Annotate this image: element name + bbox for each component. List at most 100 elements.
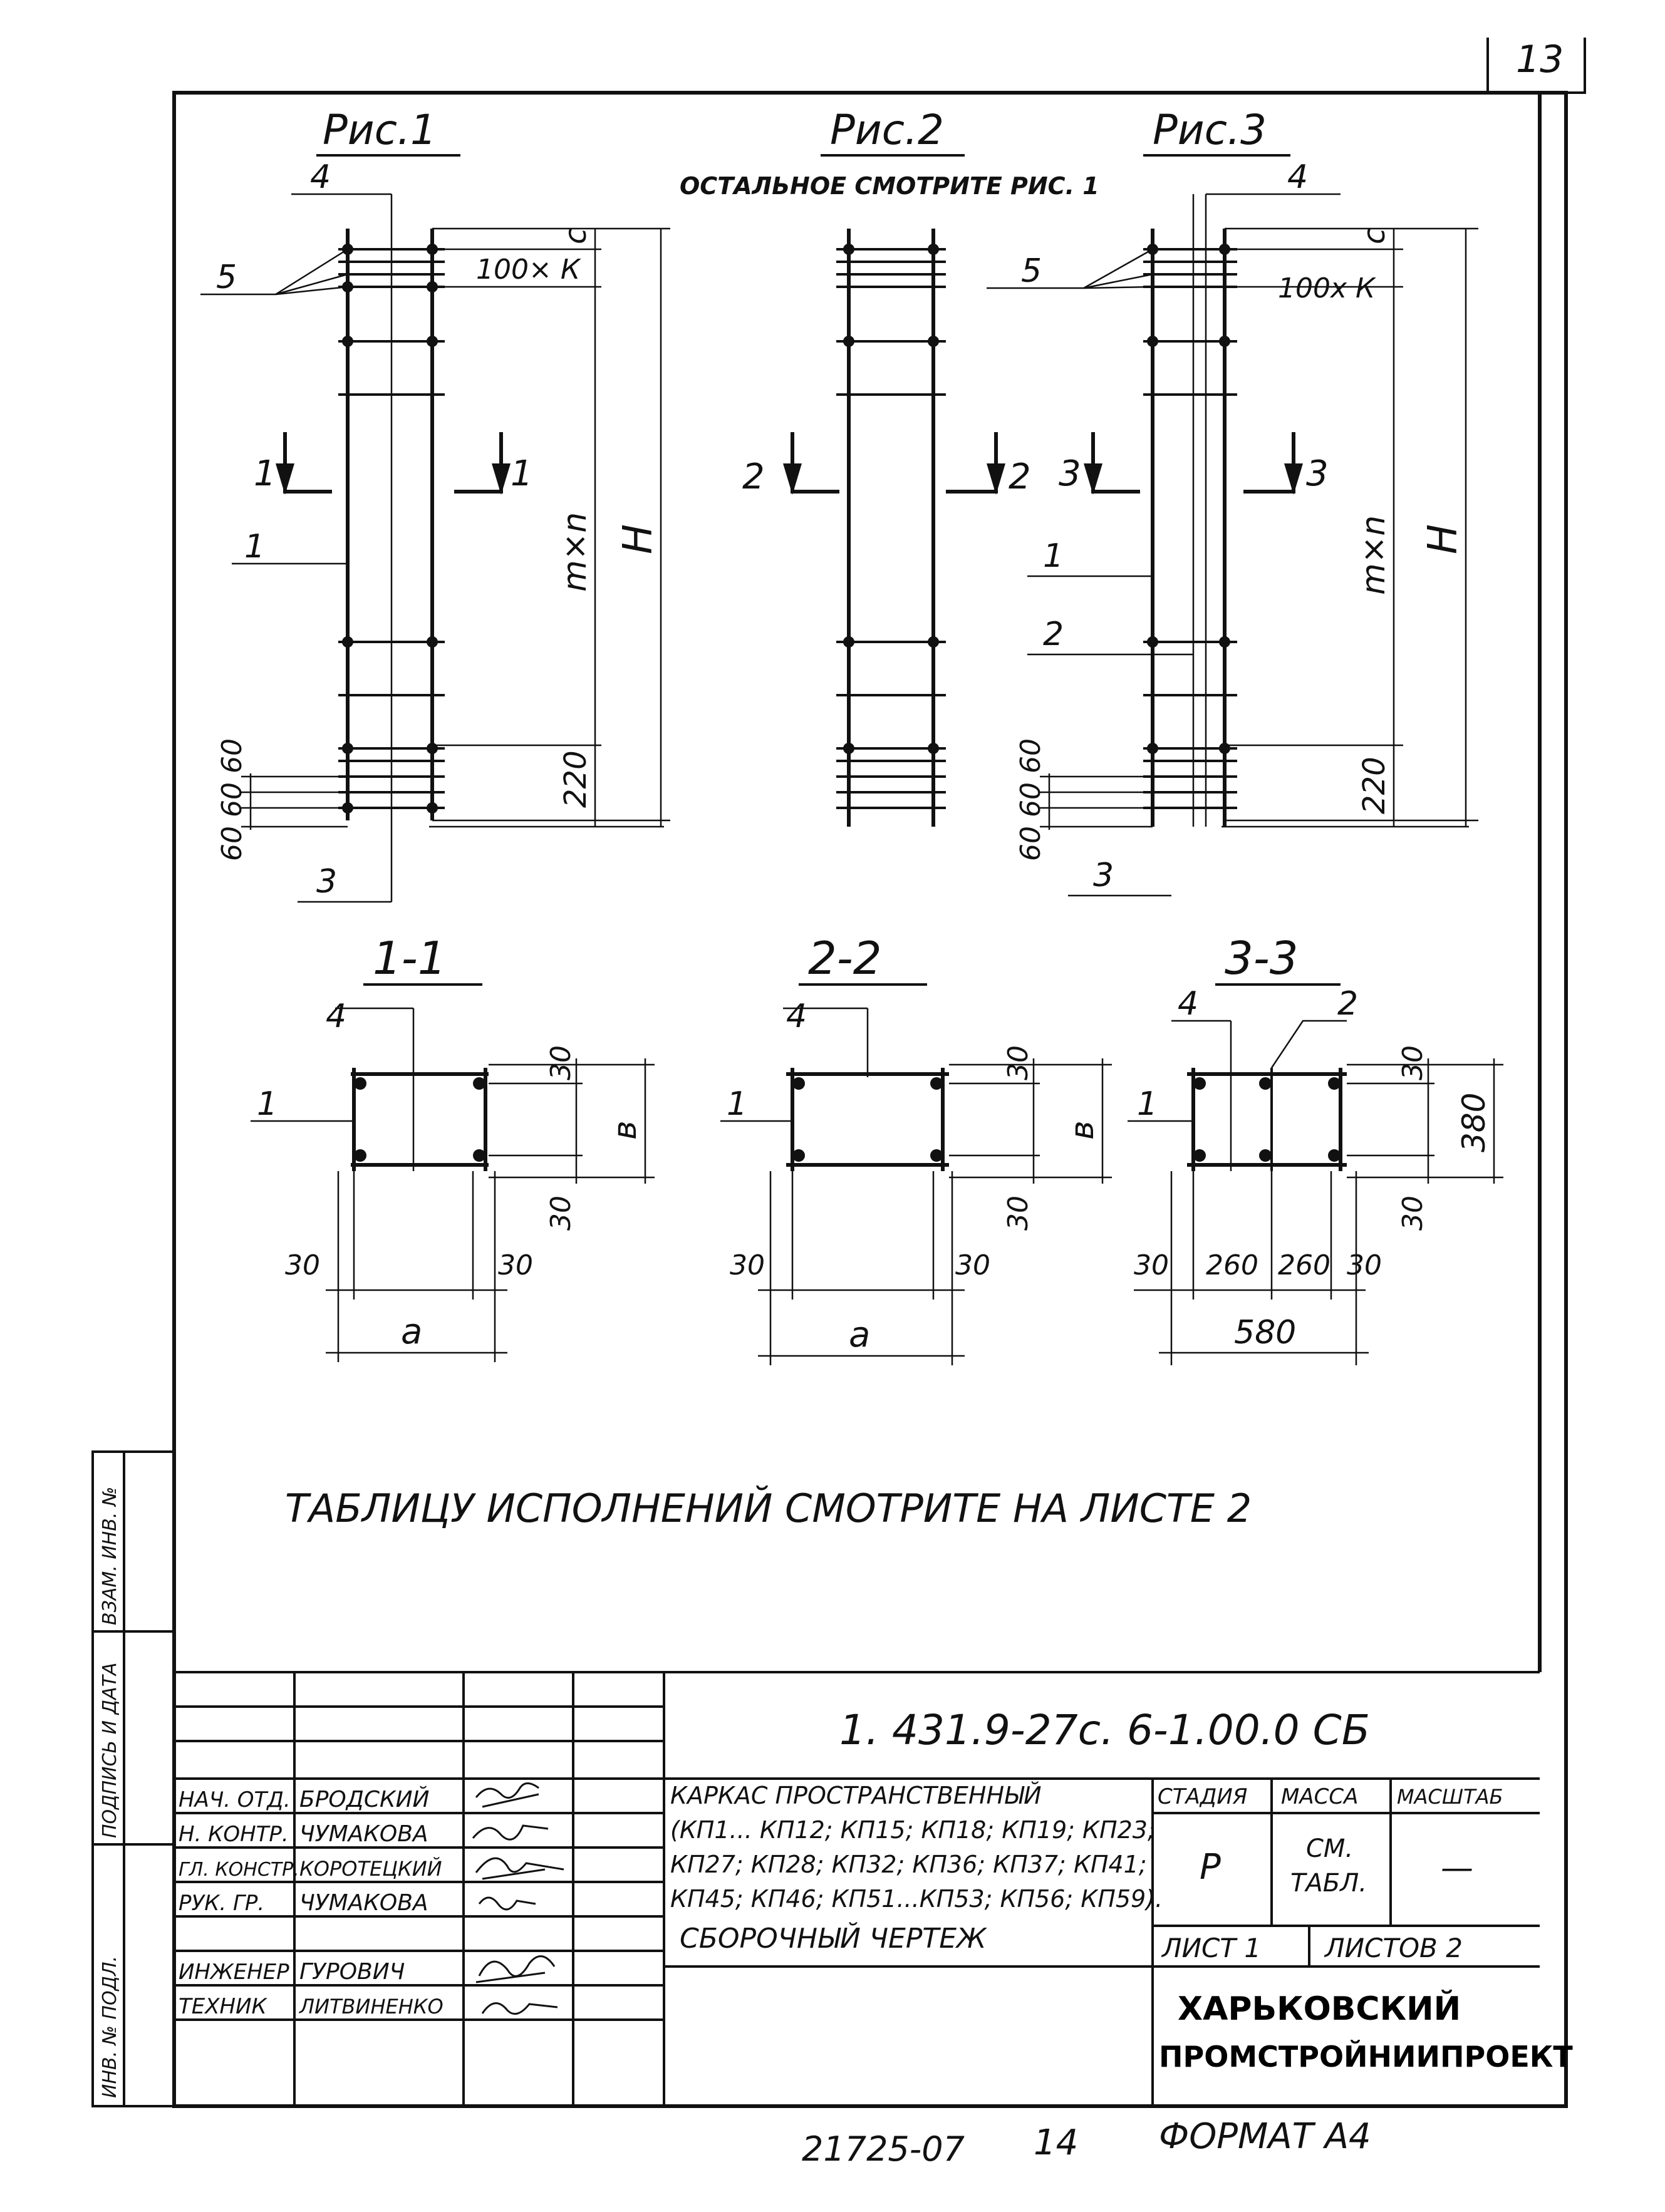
fig2-note: Остальное смотрите рис. 1 (680, 172, 1099, 200)
tb-role-3: Гл. констр. (179, 1859, 299, 1881)
tb-sheet: Лист 1 (1161, 1933, 1261, 1963)
fig3-label-4: 4 (1287, 158, 1308, 196)
tb-mass-value-1: см. (1306, 1834, 1353, 1863)
fig3-dim-spacing: 100х К (1278, 272, 1376, 304)
tb-org-1: ХАРЬКОВСКИЙ (1178, 1990, 1461, 2028)
fig3-cut-right: 3 (1306, 453, 1329, 494)
footer-num: 14 (1034, 2122, 1078, 2163)
section-3-3-dim-w2: 260 (1206, 1249, 1258, 1281)
fig1-dim-c: c (558, 228, 593, 244)
footer-inv: 21725-07 (802, 2129, 965, 2169)
tb-scale-value: — (1441, 1849, 1473, 1887)
section-1-1-dim-height: в (606, 1120, 644, 1140)
section-2-2-label-1: 1 (727, 1085, 747, 1123)
section-3-3-label-2: 2 (1337, 985, 1358, 1023)
section-3-3-dim-bottom: 30 (1397, 1196, 1429, 1231)
doc-desc-4: КП45; КП46; КП51...КП53; КП56; КП59). (670, 1885, 1163, 1913)
footer-format: Формат А4 (1159, 2116, 1371, 2157)
section-2-2: 2-2 4 1 30 в 30 30 30 a (720, 932, 1112, 1365)
fig1-dim-steps: 60 60 60 (216, 738, 248, 861)
section-3-3-dim-w3: 260 (1278, 1249, 1330, 1281)
tb-role-5: Инженер (179, 1960, 289, 1985)
section-1-1-dim-top: 30 (545, 1045, 577, 1080)
tb-scale-header: Масштаб (1397, 1785, 1503, 1809)
tb-mass-header: Масса (1281, 1784, 1358, 1809)
doc-code: 1. 431.9-27с. 6-1.00.0 СБ (839, 1706, 1370, 1754)
page-number-box: 13 (1486, 38, 1586, 94)
stamp-podpis: Подпись и дата (99, 1663, 121, 1838)
figure-3: Рис.3 4 (987, 106, 1478, 897)
section-3-3: 3-3 4 2 1 30 380 (1128, 932, 1503, 1365)
fig2-cut-right: 2 (1009, 457, 1031, 497)
fig3-dim-H: H (1420, 524, 1466, 554)
section-1-1-title: 1-1 (373, 932, 447, 985)
fig3-dim-c: c (1357, 228, 1392, 244)
fig3-label-1: 1 (1043, 537, 1064, 575)
section-2-2-dim-bottom: 30 (1002, 1196, 1034, 1231)
fig2-title: Рис.2 (830, 106, 944, 154)
tb-name-2: Чумакова (299, 1821, 428, 1847)
tb-sheets: Листов 2 (1324, 1933, 1463, 1963)
section-2-2-dim-width: a (849, 1315, 870, 1355)
fig1-cut-right: 1 (511, 453, 533, 494)
doc-desc-3: КП27; КП28; КП32; КП36; КП37; КП41; (670, 1851, 1147, 1878)
section-3-3-label-4: 4 (1178, 985, 1198, 1023)
fig3-label-3: 3 (1093, 857, 1114, 894)
section-2-2-dim-right: 30 (955, 1249, 990, 1281)
fig1-dim-mn: m×n (556, 512, 594, 592)
tb-role-1: Нач. отд. (179, 1787, 291, 1812)
section-3-3-dim-w1: 30 (1134, 1249, 1169, 1281)
fig3-label-5: 5 (1021, 252, 1042, 290)
stamp-inv: Инв. № подл. (99, 1956, 121, 2098)
fig3-cut-left: 3 (1059, 453, 1081, 494)
tb-mass-value-2: табл. (1290, 1869, 1367, 1898)
section-1-1: 1-1 4 1 30 в 30 30 30 a (251, 932, 655, 1362)
fig2-cut-left: 2 (742, 457, 765, 497)
table-note: Таблицу исполнений смотрите на листе 2 (285, 1485, 1252, 1531)
doc-desc-1: Каркас пространственный (670, 1782, 1042, 1809)
tb-org-2: ПРОМСТРОЙНИИПРОЕКТ (1159, 2040, 1573, 2074)
doc-drawing-type: Сборочный чертеж (680, 1921, 987, 1955)
signatures (472, 1782, 564, 2015)
fig3-dim-steps: 60 60 60 (1015, 738, 1047, 861)
inner-frame (172, 91, 1568, 2108)
section-1-1-label-1: 1 (257, 1085, 278, 1123)
fig1-dim-220: 220 (558, 750, 593, 808)
section-3-3-dim-width: 580 (1234, 1314, 1296, 1351)
fig1-label-4: 4 (310, 158, 331, 196)
figure-2: Рис.2 Остальное смотрите рис. 1 (680, 106, 1099, 827)
tb-name-5: Гурович (299, 1959, 405, 1985)
stamp-vzam: Взам. инв. № (99, 1487, 121, 1625)
section-2-2-dim-top: 30 (1002, 1045, 1034, 1080)
tb-name-1: Бродский (299, 1786, 429, 1812)
fig1-dim-spacing: 100× К (476, 254, 581, 286)
tb-role-6: Техник (179, 1994, 268, 2019)
page-number: 13 (1516, 38, 1564, 81)
section-2-2-dim-height: в (1064, 1120, 1101, 1140)
section-3-3-dim-w4: 30 (1347, 1249, 1382, 1281)
section-1-1-dim-bottom: 30 (545, 1196, 577, 1231)
tb-name-3: Коротецкий (299, 1857, 442, 1881)
fig1-title: Рис.1 (323, 106, 437, 154)
section-3-3-dim-height: 380 (1456, 1093, 1492, 1152)
section-3-3-title: 3-3 (1225, 932, 1299, 985)
section-1-1-dim-width: a (401, 1311, 422, 1352)
fig3-label-2: 2 (1043, 616, 1064, 653)
fig1-dim-H: H (615, 524, 661, 554)
figure-1: Рис.1 (200, 106, 670, 903)
section-3-3-label-1: 1 (1137, 1085, 1158, 1123)
tb-name-4: Чумакова (299, 1890, 428, 1916)
title-block: 1. 431.9-27с. 6-1.00.0 СБ Каркас простра… (174, 1671, 1573, 2106)
tb-role-4: Рук. гр. (179, 1891, 264, 1916)
tb-name-6: Литвиненко (299, 1995, 443, 2018)
section-3-3-dim-top: 30 (1397, 1045, 1429, 1080)
section-1-1-dim-left: 30 (285, 1249, 320, 1281)
tb-stage-header: Стадия (1158, 1784, 1247, 1809)
fig1-label-5: 5 (216, 259, 237, 296)
fig1-label-1: 1 (244, 528, 265, 566)
section-1-1-dim-right: 30 (498, 1249, 533, 1281)
doc-desc-2: (КП1... КП12; КП15; КП18; КП19; КП23; (670, 1816, 1156, 1844)
section-1-1-label-4: 4 (326, 998, 346, 1035)
fig3-dim-220: 220 (1357, 757, 1392, 814)
